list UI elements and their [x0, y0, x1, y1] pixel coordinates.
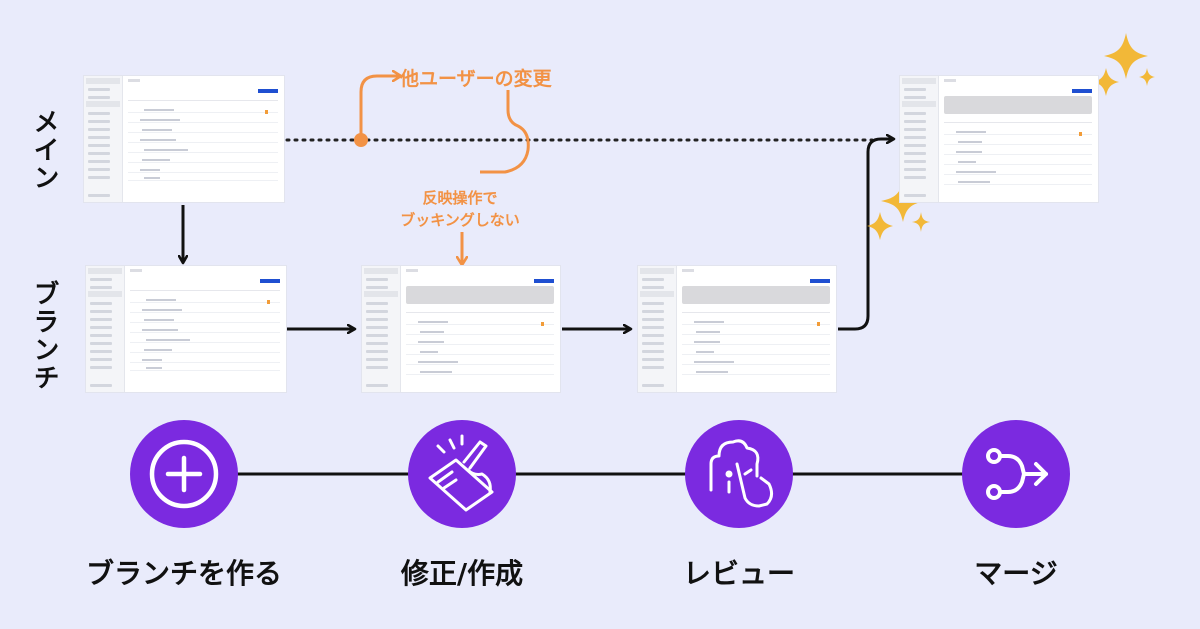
phase-merge [962, 420, 1070, 528]
note-reflect-line1: 反映操作で [422, 189, 498, 207]
phase-review [685, 420, 793, 528]
review-hand-icon [709, 439, 774, 508]
merge-arrow-icon [986, 448, 1048, 500]
other-change-path [359, 76, 400, 140]
merge-arrow [838, 139, 893, 331]
screen-main-merged [900, 76, 1098, 202]
screen-branch-created [86, 266, 286, 392]
phase-label-create-branch: ブランチを作る [85, 557, 282, 590]
phase-label-edit: 修正/作成 [400, 557, 524, 590]
phase-label-review: レビュー [682, 557, 795, 590]
sparkle-icon [867, 212, 893, 240]
screen-branch-edit [362, 266, 560, 392]
lane-label-main: メイン [29, 108, 59, 192]
phase-edit [408, 420, 516, 528]
hand-writing-icon [428, 434, 494, 512]
plus-circle-icon [149, 439, 219, 509]
sparkle-icon [1104, 33, 1148, 79]
phase-label-merge: マージ [974, 557, 1058, 590]
note-reflect-line2: ブッキングしない [400, 211, 520, 229]
note-other-user-change: 他ユーザーの変更 [400, 68, 552, 90]
screen-main-start [84, 76, 284, 202]
screen-branch-review [638, 266, 836, 392]
phase-create-branch [130, 420, 238, 528]
note-reflect-no-booking: 反映操作で ブッキングしない [380, 187, 540, 231]
other-change-dot [354, 133, 368, 147]
sparkle-icon [912, 212, 930, 232]
sparkle-icon [1139, 68, 1155, 86]
lane-label-branch: ブランチ [29, 280, 59, 392]
reflect-curve-path [480, 90, 530, 174]
